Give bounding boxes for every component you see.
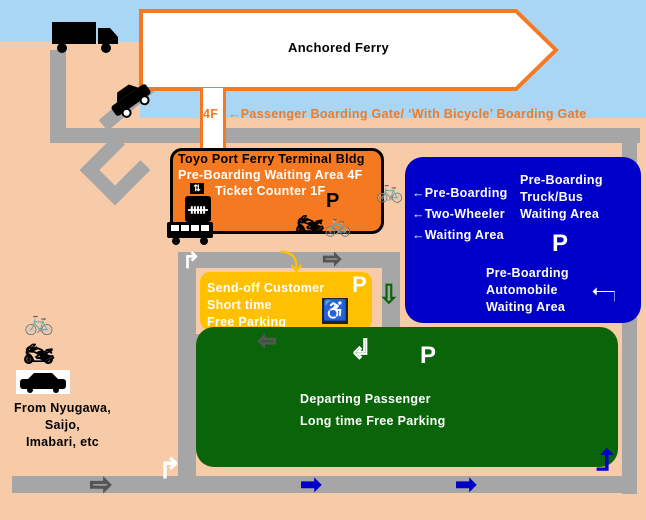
road-bottom [12,476,637,493]
auto-line: Waiting Area [486,300,566,314]
bottom-right-arrow-icon: ⇨ [90,469,113,499]
truck-line: Pre-Boarding [520,173,603,187]
motorcycle-icon: 🏍 [24,341,55,368]
blue-right-arrow-icon: ➡ [455,469,477,499]
auto-line: Automobile [486,283,558,297]
road-loop-exit [178,340,196,480]
road-truck-lane [50,50,66,142]
left-arrow-icon: ⇦ [257,328,277,353]
truck-bus-auto-waiting-area[interactable] [405,157,641,323]
long-time-parking[interactable] [196,327,618,467]
ferry-shape [139,9,559,91]
sendoff-line: Free Parking [207,315,287,329]
send-off-label: Send-off Customer Short time Free Parkin… [207,280,325,331]
send-off-parking-sign: P [352,272,367,297]
origin-line: Saijo, [44,418,81,432]
blue-turn-up-arrow-icon: ⮥ [596,444,614,477]
terminal-ticket-counter: Ticket Counter 1F [215,184,326,198]
bus-icon [167,222,213,245]
turn-right-arrow-icon: ↱ [182,248,201,273]
car-icon-left [16,370,70,394]
long-time-parking-sign: P [420,342,437,369]
road-top [50,128,640,143]
turn-green-arrow-icon: ↲ [350,334,373,364]
automobile-label: Pre-Boarding Automobile Waiting Area [486,265,569,316]
sendoff-line: Short time [207,298,272,312]
terminal-title: Toyo Port Ferry Terminal Bldg [178,152,365,166]
terminal-waiting-area: Pre-Boarding Waiting Area 4F [178,168,363,182]
turn-down-arrow-icon: ⤵ [280,250,303,275]
two-wheeler-line: ←Pre-Boarding [412,186,508,200]
gate-floor: 4F [203,107,219,121]
ferry-label: Anchored Ferry [288,40,390,55]
two-wheeler-line: ←Waiting Area [412,228,504,242]
bicycle-icon: 🚲 [24,309,55,336]
terminal-parking: P [326,190,340,212]
long-time-label: Departing Passenger Long time Free Parki… [300,388,446,432]
right-arrow-icon: ⇨ [322,246,342,271]
elevator-icon: ⇅ [190,183,204,194]
truck-line: Waiting Area [520,207,600,221]
motorcycle-bicycle-icons: 🏍🚲 [296,212,352,237]
truck-line: Truck/Bus [520,190,584,204]
truck-bus-label: Pre-Boarding Truck/Bus Waiting Area [520,172,603,223]
two-wheeler-icons: 🚲 [376,178,404,203]
people-icon: ᚔ [185,196,211,222]
auto-line: Pre-Boarding [486,266,569,280]
gate-label[interactable]: ←Passenger Boarding Gate/ ‘With Bicycle’… [228,107,587,121]
long-line: Departing Passenger [300,392,431,406]
long-line: Long time Free Parking [300,414,446,428]
origin-line: From Nyugawa, [14,401,111,415]
bottom-turn-arrow-icon: ↱ [158,453,182,484]
origin-line: Imabari, etc [25,435,100,449]
down-arrow-icon: ⇩ [378,279,400,309]
turn-left-arrow-icon: ⮢ [589,270,618,308]
truck-icon [52,22,118,53]
two-wheeler-line: ←Two-Wheeler [412,207,505,221]
sendoff-line: Send-off Customer [207,281,325,295]
truck-parking: P [552,230,569,257]
two-wheeler-label: ←Pre-Boarding ←Two-Wheeler ←Waiting Area [412,183,508,246]
blue-right-arrow-icon: ➡ [300,469,322,499]
car-icon [111,84,151,118]
wheelchair-icon: ♿ [322,298,348,324]
origin-label: From Nyugawa, Saijo, Imabari, etc [14,400,111,451]
